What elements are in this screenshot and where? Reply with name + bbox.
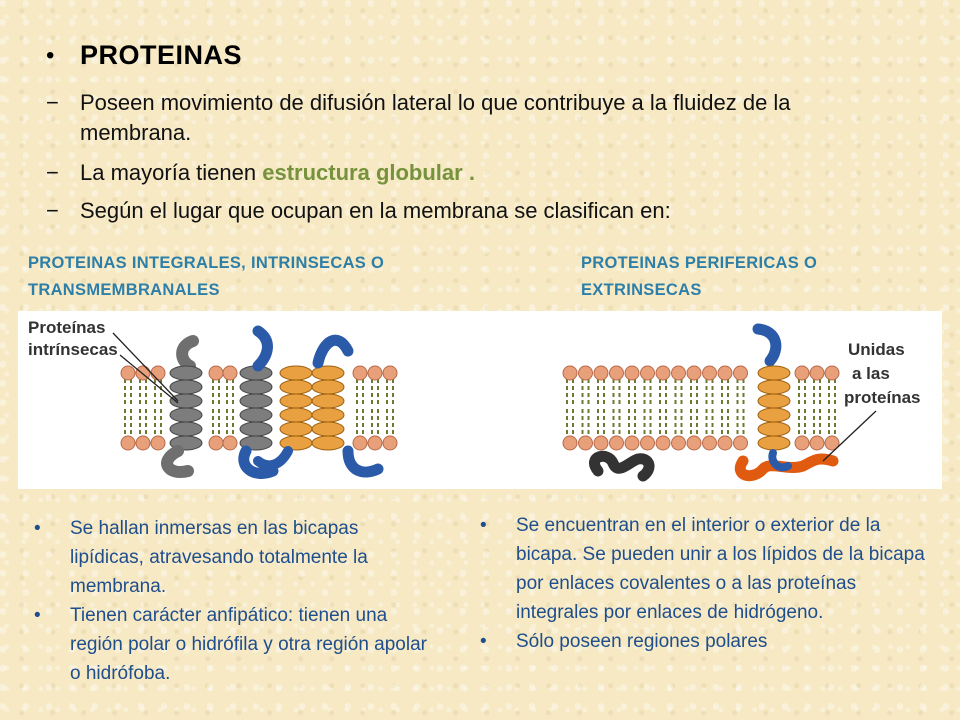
lipid-outer: [382, 365, 398, 408]
lipid-inner: [150, 408, 166, 451]
membrane-figure: Proteínas intrínsecas U: [18, 311, 942, 489]
peripheral-heading-line2: EXTRINSECAS: [581, 281, 702, 299]
integral-bullet-2: •Tienen carácter anfipático: tienen una …: [34, 605, 427, 684]
lipid-inner: [208, 408, 224, 451]
bound-label-2: a las: [852, 364, 890, 383]
lipid-inner: [655, 408, 671, 451]
point-text: La mayoría tienen estructura globular .: [80, 158, 900, 188]
point-text: Según el lugar que ocupan en la membrana…: [80, 198, 671, 223]
peripheral-description: •Se encuentran en el interior o exterior…: [480, 511, 930, 656]
bound-pointer: [822, 410, 877, 462]
lipid-outer: [701, 365, 718, 408]
lipid-outer: [577, 365, 594, 408]
lipid-inner: [352, 408, 368, 451]
right-lipid-bilayer: [562, 365, 840, 451]
grey-helix-protein-2: [238, 325, 279, 479]
lipid-outer: [208, 365, 224, 408]
dash-marker: −: [46, 90, 59, 115]
lipid-inner: [670, 408, 687, 451]
lipid-outer: [593, 365, 609, 408]
lipid-outer: [222, 365, 238, 408]
lipid-inner: [382, 408, 398, 451]
globular-highlight: estructura globular .: [262, 160, 475, 185]
lipid-inner: [639, 408, 656, 451]
lipid-inner: [577, 408, 594, 451]
integral-bullet-1: •Se hallan inmersas en las bicapas lipíd…: [34, 518, 368, 597]
grey-helix-protein: [161, 335, 203, 478]
integral-description: •Se hallan inmersas en las bicapas lipíd…: [34, 514, 434, 688]
lipid-inner: [562, 408, 578, 451]
integral-heading: PROTEINAS INTEGRALES, INTRINSECAS O TRAN…: [28, 250, 384, 304]
lipid-inner: [686, 408, 702, 451]
lipid-inner: [608, 408, 625, 451]
lipid-outer: [732, 365, 749, 408]
lipid-outer: [367, 365, 383, 408]
bound-label-1: Unidas: [848, 340, 905, 359]
intrinsic-pointer: [112, 332, 179, 402]
title-bullet: •: [46, 41, 55, 69]
lipid-outer: [639, 365, 656, 408]
lipid-outer: [809, 365, 825, 408]
peripheral-grey-protein: [589, 450, 655, 482]
lipid-inner: [367, 408, 383, 451]
lipid-outer: [608, 365, 625, 408]
intrinsic-label-2: intrínsecas: [28, 340, 118, 359]
slide-title: PROTEINAS: [80, 40, 243, 70]
lipid-inner: [732, 408, 749, 451]
lipid-inner: [624, 408, 640, 451]
peripheral-heading: PROTEINAS PERIFERICAS O EXTRINSECAS: [581, 250, 817, 304]
lipid-inner: [120, 408, 136, 451]
dash-marker: −: [46, 160, 59, 185]
lipid-outer: [824, 365, 840, 408]
dash-marker: −: [46, 198, 59, 223]
lipid-inner: [135, 408, 151, 451]
lipid-inner: [794, 408, 810, 451]
membrane-illustration: Proteínas intrínsecas U: [28, 318, 921, 482]
peripheral-heading-line1: PROTEINAS PERIFERICAS O: [581, 254, 818, 272]
lipid-outer: [624, 365, 640, 408]
integral-orange-helix: [752, 323, 791, 451]
lipid-inner: [717, 408, 733, 451]
point-globular: − La mayoría tienen estructura globular …: [46, 158, 900, 188]
orange-helix-protein: [253, 334, 384, 478]
lipid-outer: [562, 365, 578, 408]
lipid-inner: [701, 408, 718, 451]
intrinsic-label-1: Proteínas: [28, 318, 105, 337]
lipid-outer: [686, 365, 702, 408]
lipid-outer: [135, 365, 151, 408]
integral-heading-line1: PROTEINAS INTEGRALES, INTRINSECAS O: [28, 254, 385, 272]
lipid-inner: [824, 408, 840, 451]
lipid-inner: [593, 408, 609, 451]
point-classification: − Según el lugar que ocupan en la membra…: [46, 196, 900, 226]
lipid-outer: [794, 365, 810, 408]
lipid-inner: [222, 408, 238, 451]
lipid-outer: [717, 365, 733, 408]
bound-label-3: proteínas: [844, 388, 921, 407]
peripheral-bullet-2: •Sólo poseen regiones polares: [480, 631, 768, 652]
lipid-outer: [120, 365, 136, 408]
intrinsic-pointer-2: [119, 354, 179, 404]
point-text: Poseen movimiento de difusión lateral lo…: [80, 90, 791, 145]
lipid-inner: [809, 408, 825, 451]
peripheral-red-protein: [735, 449, 839, 482]
lipid-outer: [352, 365, 368, 408]
integral-heading-line2: TRANSMEMBRANALES: [28, 281, 220, 299]
lipid-outer: [655, 365, 671, 408]
globular-prefix: La mayoría tienen: [80, 160, 263, 185]
point-diffusion: − Poseen movimiento de difusión lateral …: [46, 88, 900, 148]
peripheral-bullet-1: •Se encuentran en el interior o exterior…: [480, 515, 925, 623]
title-line: • PROTEINAS: [46, 40, 242, 71]
lipid-outer: [670, 365, 687, 408]
